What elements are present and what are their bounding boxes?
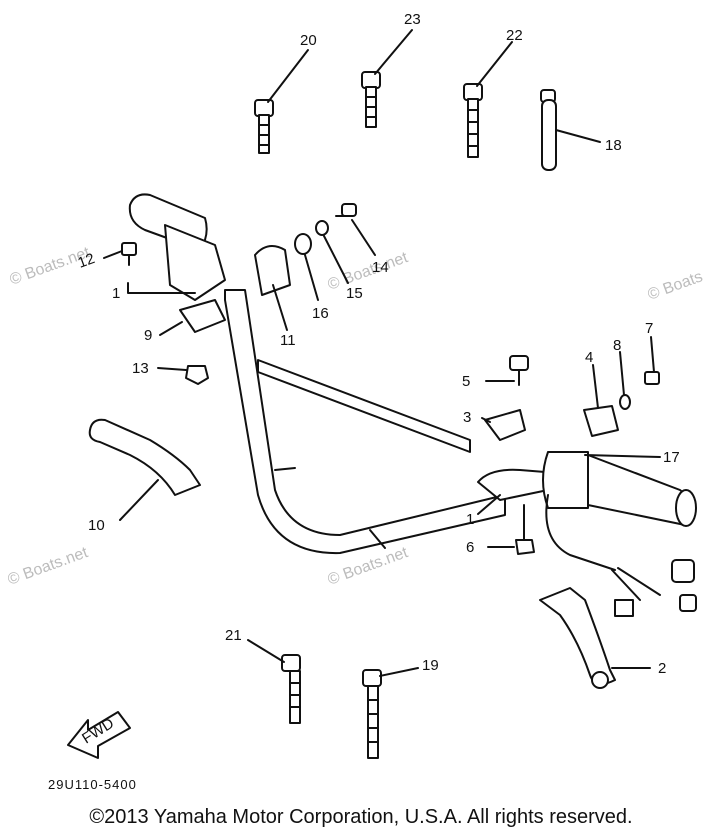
watermark-center: © Boats.net: [326, 249, 411, 294]
label-13: 13: [132, 360, 149, 377]
leader-14: [351, 219, 376, 256]
label-8: 8: [613, 337, 621, 354]
leader-8: [619, 351, 625, 396]
label-19: 19: [422, 657, 439, 674]
part-6-nut: [515, 504, 535, 555]
label-14: 14: [372, 259, 389, 276]
part-12-screw: [121, 242, 137, 266]
label-15: 15: [346, 285, 363, 302]
label-2: 2: [658, 660, 666, 677]
label-11: 11: [280, 332, 296, 349]
label-10: 10: [88, 517, 105, 534]
leader-9: [159, 321, 183, 336]
part-21-bolt: [281, 654, 301, 724]
label-6: 6: [466, 539, 474, 556]
part-2-brake-lever: [539, 587, 616, 689]
leader-21: [247, 639, 285, 663]
part-5-bolt: [509, 355, 529, 386]
label-17: 17: [663, 449, 680, 466]
label-22: 22: [506, 27, 523, 44]
label-5: 5: [462, 373, 470, 390]
part-22-key: [463, 83, 483, 158]
part-code: 29U110-5400: [48, 777, 137, 792]
leader-10: [119, 479, 159, 521]
leader-4: [592, 364, 599, 409]
part-20-key: [254, 99, 274, 154]
handlebar-parts-diagram: © Boats.net © Boats.net © Boats © Boats.…: [6, 11, 706, 792]
leader-1-left: [127, 282, 196, 294]
part-10-clutch-lever: [88, 418, 201, 496]
part-11-clamp: [254, 245, 291, 296]
leader-7: [650, 336, 655, 373]
label-20: 20: [300, 32, 317, 49]
part-15-spring-washer: [315, 220, 329, 236]
left-grip: [128, 193, 226, 301]
part-9-bracket: [179, 299, 226, 333]
leader-3: [481, 417, 491, 423]
part-7-screw: [644, 371, 660, 385]
label-1-left: 1: [112, 285, 120, 302]
leader-18: [555, 129, 601, 143]
label-1-right: 1: [466, 511, 474, 528]
handlebar: [224, 289, 506, 555]
part-4-clamp: [583, 405, 619, 437]
part-23-key: [361, 71, 381, 128]
leader-16: [304, 254, 319, 301]
switch-wiring: [545, 494, 697, 617]
part-14-bolt: [335, 203, 357, 217]
leader-20: [267, 49, 309, 103]
watermark-lower-left: © Boats.net: [6, 544, 91, 589]
label-12: 12: [76, 250, 97, 272]
leader-17: [584, 454, 661, 458]
callout-labels: 20 23 22 18 12 1 14 15 16 11 9 13 5 4 8 …: [76, 11, 680, 677]
part-17-throttle-grip: [542, 451, 697, 527]
label-18: 18: [605, 137, 622, 154]
part-18-grip-stick: [540, 89, 557, 171]
part-16-washer: [294, 233, 312, 255]
part-3-bracket: [484, 409, 526, 441]
leader-11: [272, 284, 288, 331]
fwd-arrow-icon: [67, 711, 131, 759]
label-7: 7: [645, 320, 653, 337]
copyright-notice: ©2013 Yamaha Motor Corporation, U.S.A. A…: [89, 806, 633, 828]
label-21: 21: [225, 627, 242, 644]
part-1-right-holder: [477, 468, 549, 501]
leader-19: [379, 667, 419, 677]
leader-22: [476, 41, 513, 87]
label-3: 3: [463, 409, 471, 426]
watermark-right: © Boats: [646, 268, 706, 304]
label-9: 9: [144, 327, 152, 344]
leader-15: [323, 235, 349, 284]
leader-1-right: [477, 494, 501, 515]
part-13-nut: [185, 365, 209, 385]
leader-13: [157, 367, 187, 371]
part-8-washer: [619, 394, 631, 410]
part-19-bolt: [362, 669, 382, 759]
label-4: 4: [585, 349, 593, 366]
label-16: 16: [312, 305, 329, 322]
label-23: 23: [404, 11, 421, 28]
leader-12: [103, 250, 123, 259]
leader-23: [374, 29, 413, 75]
